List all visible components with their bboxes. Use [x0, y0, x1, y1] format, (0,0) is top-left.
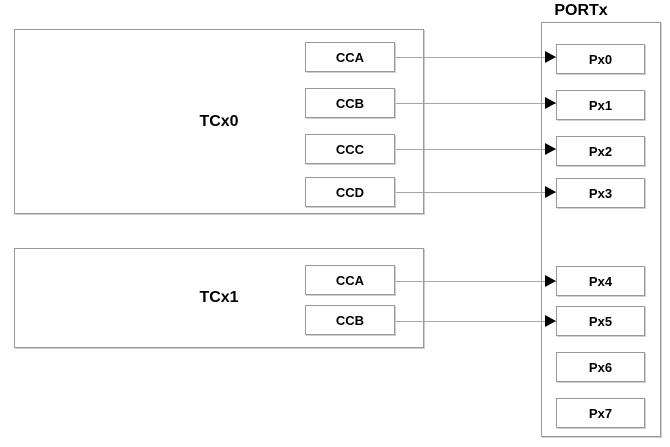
- arrowhead-icon: [545, 51, 556, 63]
- connection-line: [395, 149, 556, 150]
- connection-line: [395, 103, 556, 104]
- timer-block-label: TCx1: [199, 289, 239, 306]
- compare-channel-cca: CCA: [305, 265, 395, 295]
- arrowhead-icon: [545, 275, 556, 287]
- arrowhead-icon: [545, 143, 556, 155]
- compare-channel-ccc: CCC: [305, 134, 395, 164]
- connection-line: [395, 281, 556, 282]
- arrowhead-icon: [545, 186, 556, 198]
- port-pin-px3: Px3: [556, 178, 645, 208]
- compare-channel-ccb: CCB: [305, 305, 395, 335]
- port-pin-px5: Px5: [556, 306, 645, 336]
- connection-line: [395, 57, 556, 58]
- compare-channel-ccd: CCD: [305, 177, 395, 207]
- compare-channel-ccb: CCB: [305, 88, 395, 118]
- port-pin-px7: Px7: [556, 398, 645, 428]
- connection-line: [395, 192, 556, 193]
- port-pin-px0: Px0: [556, 44, 645, 74]
- connection-line: [395, 321, 556, 322]
- arrowhead-icon: [545, 315, 556, 327]
- port-pin-px1: Px1: [556, 90, 645, 120]
- port-pin-px6: Px6: [556, 352, 645, 382]
- compare-channel-cca: CCA: [305, 42, 395, 72]
- timer-block-label: TCx0: [199, 113, 239, 130]
- port-title: PORTx: [554, 2, 608, 19]
- port-pin-px4: Px4: [556, 266, 645, 296]
- port-pin-px2: Px2: [556, 136, 645, 166]
- arrowhead-icon: [545, 97, 556, 109]
